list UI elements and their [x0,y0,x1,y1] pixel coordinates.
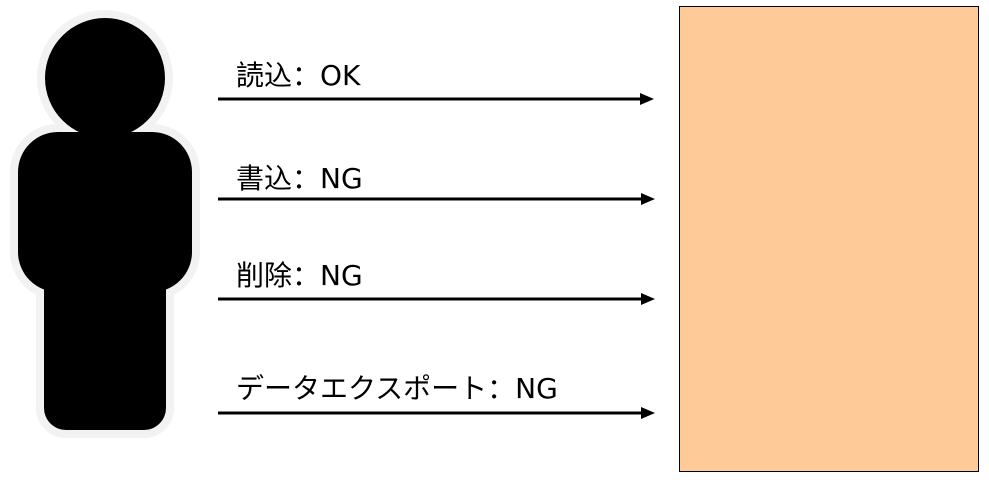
permission-write-label: 書込：NG [236,162,363,195]
arrow-export [218,407,655,419]
arrow-delete [218,293,655,305]
user-figure-legs [44,250,166,430]
user-figure-head [45,18,165,138]
user-figure-icon [10,10,200,438]
user-figure-body [18,18,192,430]
permission-read-label: 読込：OK [236,59,361,92]
arrow-read [218,93,654,105]
resource-box [679,6,979,472]
arrow-write [218,193,655,205]
permission-delete-label: 削除：NG [236,259,363,292]
permission-export-label: データエクスポート：NG [236,372,558,405]
